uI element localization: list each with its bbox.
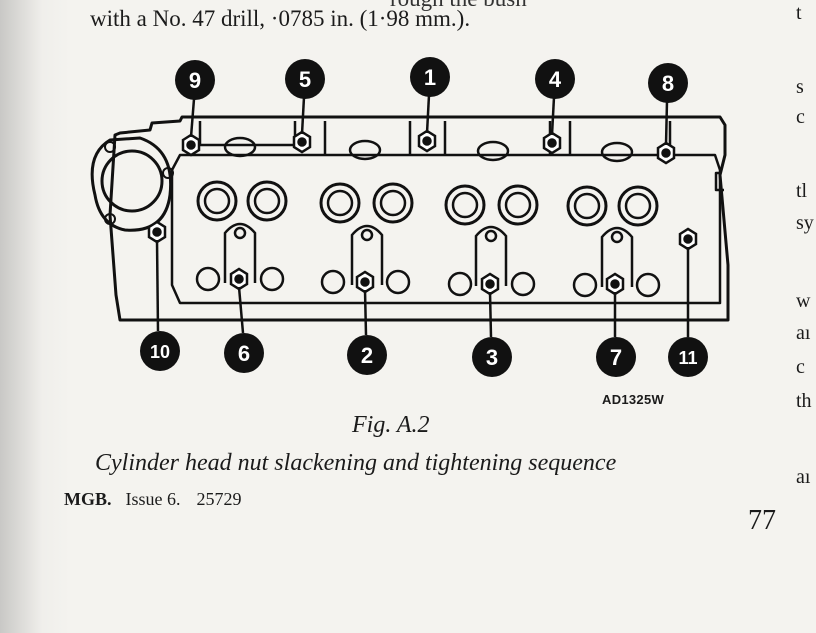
sequence-label-5: 5	[285, 59, 325, 99]
rocker-boss	[223, 136, 257, 158]
leader-3	[488, 291, 493, 338]
head-nut-1	[417, 129, 437, 153]
flange-hole-right	[162, 167, 174, 179]
leader-6	[237, 286, 245, 334]
right-column-cutoff-text: t s c tl sy w aı c th aı	[796, 0, 816, 633]
leader-2	[363, 289, 368, 336]
fragment: aı	[796, 466, 811, 488]
head-nut-6	[229, 267, 249, 291]
svg-text:7: 7	[610, 345, 622, 370]
sequence-label-8: 8	[648, 63, 688, 103]
text-line-cut-off: rough the bush	[390, 0, 527, 12]
svg-text:3: 3	[486, 345, 498, 370]
pushrod-boss	[572, 226, 661, 298]
fragment: sy	[796, 212, 814, 234]
head-nut-5	[292, 130, 312, 154]
flange-hole-bottom	[104, 213, 116, 225]
valve-seat	[196, 180, 238, 222]
side-tab	[714, 171, 724, 192]
pushrod-boss	[195, 222, 285, 292]
head-nut-9	[181, 133, 201, 157]
sequence-label-4: 4	[535, 59, 575, 99]
head-nut-8	[656, 141, 676, 165]
footer-number: 25729	[196, 489, 242, 509]
page-footer: MGB. Issue 6. 25729	[64, 489, 242, 510]
pushrod-boss	[447, 225, 536, 297]
valve-seat	[319, 182, 361, 224]
valve-seat	[566, 185, 608, 227]
head-inner-rim	[170, 153, 722, 305]
sequence-label-9: 9	[175, 60, 215, 100]
svg-text:11: 11	[678, 348, 697, 368]
manifold-flange	[90, 136, 173, 232]
sequence-label-1: 1	[410, 57, 450, 97]
svg-text:2: 2	[361, 343, 373, 368]
fragment: tl	[796, 180, 808, 202]
svg-text:1: 1	[424, 65, 436, 90]
pushrod-boss	[320, 224, 411, 295]
leader-10	[155, 239, 160, 332]
fragment: t	[796, 2, 802, 24]
rocker-boss	[348, 139, 382, 161]
valve-seat	[246, 180, 288, 222]
footer-issue: Issue 6.	[125, 489, 181, 509]
leader-5	[300, 96, 306, 135]
sequence-label-10: 10	[140, 331, 180, 371]
svg-text:8: 8	[662, 71, 674, 96]
flange-port	[100, 149, 164, 213]
sequence-label-7: 7	[596, 337, 636, 377]
drawing-reference-code: AD1325W	[602, 392, 665, 407]
rocker-boss	[476, 140, 510, 162]
svg-text:5: 5	[299, 67, 311, 92]
fragment: c	[796, 106, 805, 128]
leader-4	[550, 96, 556, 136]
sequence-label-2: 2	[347, 335, 387, 375]
head-nut-2	[355, 270, 375, 294]
figure-label: Fig. A.2	[352, 412, 430, 438]
leader-9	[189, 98, 196, 138]
svg-text:10: 10	[150, 342, 170, 362]
svg-text:9: 9	[189, 68, 201, 93]
head-nut-4	[542, 131, 562, 155]
svg-text:4: 4	[549, 67, 562, 92]
flange-hole-top	[104, 141, 116, 153]
head-nut-10	[147, 220, 167, 244]
page-number: 77	[748, 505, 776, 536]
fragment: c	[796, 356, 805, 378]
body-text-line: with a No. 47 drill, ·0785 in. (1·98 mm.…	[90, 0, 527, 32]
rocker-boss	[600, 141, 634, 163]
sequence-label-3: 3	[472, 337, 512, 377]
head-nut-11	[678, 227, 698, 251]
figure-caption: Cylinder head nut slackening and tighten…	[95, 450, 617, 476]
svg-text:6: 6	[238, 341, 250, 366]
head-nut-7	[605, 272, 625, 296]
fragment: aı	[796, 322, 811, 344]
fragment: s	[796, 76, 804, 98]
valve-seat	[617, 185, 659, 227]
sequence-label-6: 6	[224, 333, 264, 373]
head-nut-3	[480, 272, 500, 296]
valve-seat	[497, 184, 539, 226]
leader-8	[664, 100, 669, 146]
leader-1	[425, 94, 431, 134]
fragment: th	[796, 390, 812, 412]
head-outline	[108, 115, 730, 322]
page-edge-shadow	[0, 0, 70, 633]
valve-seat	[444, 184, 486, 226]
valve-seat	[372, 182, 414, 224]
footer-model: MGB.	[64, 489, 112, 509]
fragment: w	[796, 290, 811, 312]
sequence-label-11: 11	[668, 337, 708, 377]
cylinder-head-diagram: 9 5 1 4 8 10 6 2 3 7 11	[90, 57, 730, 377]
text-line-drill: with a No. 47 drill, ·0785 in. (1·98 mm.…	[90, 6, 471, 31]
